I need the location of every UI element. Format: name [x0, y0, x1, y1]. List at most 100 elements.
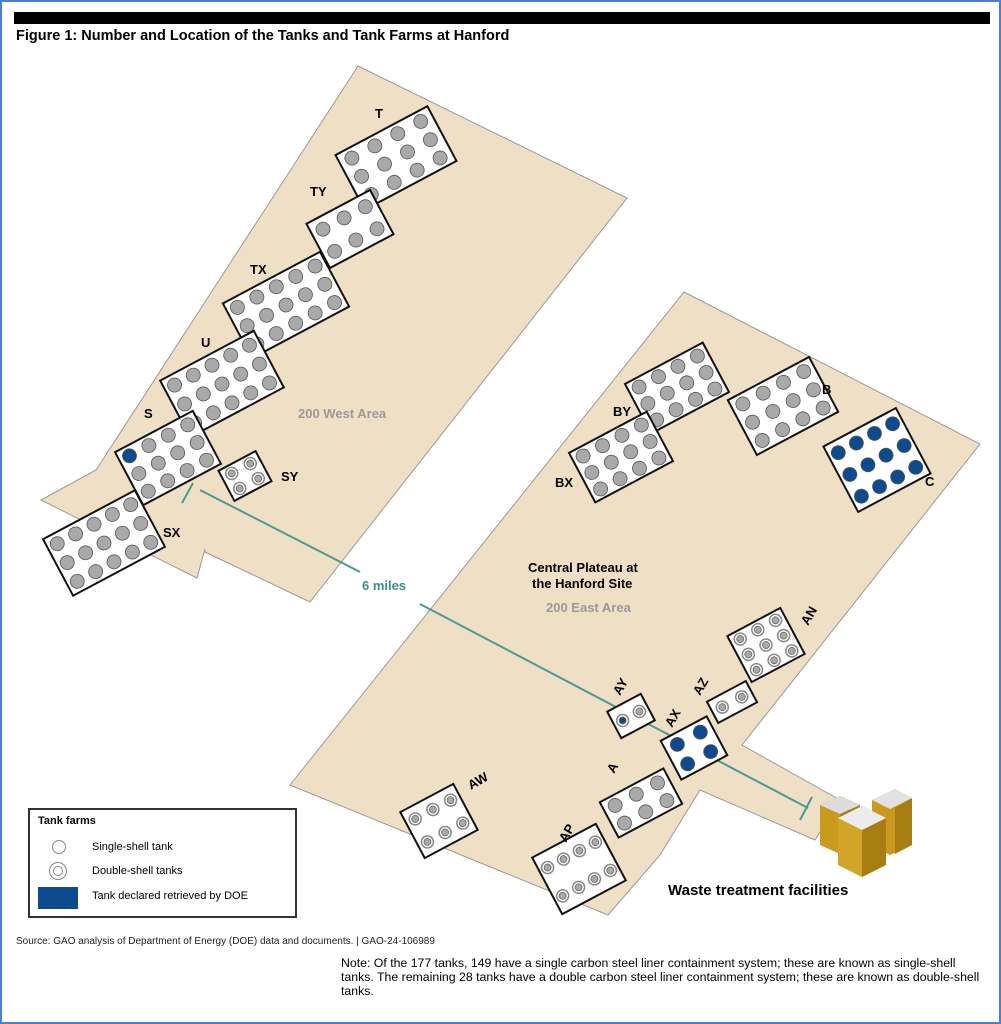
tank-bx-4 [584, 465, 600, 480]
tank-b-0 [735, 396, 751, 412]
tank-inner-an-7 [770, 656, 779, 665]
tank-sx-0 [49, 536, 65, 552]
retrieved-swatch-icon [38, 887, 78, 909]
tank-u-13 [243, 385, 259, 401]
tank-inner-an-2 [771, 616, 780, 625]
source-line: Source: GAO analysis of Department of En… [16, 936, 435, 947]
legend-row-double: Double-shell tanks [30, 862, 295, 882]
tank-t-2 [390, 126, 406, 142]
tank-farm-t [334, 104, 458, 212]
tank-a-5 [659, 793, 675, 808]
tank-by-10 [688, 391, 703, 407]
tank-farm-a [598, 767, 684, 839]
farm-panel-bx [567, 410, 675, 504]
tank-b-10 [795, 411, 811, 427]
plateau-label-line1: Central Plateau at [528, 560, 638, 575]
tank-tx-12 [288, 315, 304, 331]
tank-u-2 [204, 357, 220, 373]
tank-b-9 [775, 422, 790, 438]
tank-a-4 [638, 804, 654, 820]
tank-t-3 [413, 114, 429, 129]
tank-inner-az-0 [718, 703, 727, 712]
tank-ty-3 [327, 243, 343, 259]
tank-tx-14 [327, 295, 342, 310]
tank-farm-bx [567, 410, 675, 504]
tank-u-5 [177, 396, 192, 412]
west-area-label: 200 West Area [298, 406, 387, 421]
tank-sx-8 [114, 525, 130, 541]
tank-bx-11 [651, 450, 667, 466]
tank-ty-1 [336, 210, 352, 226]
tank-tx-4 [307, 258, 323, 274]
waste-treatment-label: Waste treatment facilities [668, 882, 848, 899]
tank-bx-3 [633, 417, 649, 433]
tank-inner-ap-5 [574, 883, 583, 892]
tank-bx-9 [612, 471, 628, 487]
tank-sx-1 [68, 526, 84, 542]
tank-b-2 [776, 374, 791, 390]
tank-sx-2 [86, 516, 102, 532]
tank-bx-7 [642, 434, 658, 449]
tank-s-4 [131, 466, 147, 481]
east-area-region [289, 291, 981, 916]
tank-b-3 [796, 364, 812, 379]
plateau-label-line2: the Hanford Site [532, 576, 632, 591]
tank-by-9 [668, 402, 684, 418]
tank-c-4 [842, 467, 858, 482]
tank-s-10 [179, 463, 195, 478]
farm-panel-ax [659, 715, 729, 781]
distance-label: 6 miles [362, 578, 406, 593]
tank-c-11 [908, 459, 924, 475]
tank-u-12 [224, 395, 240, 411]
tank-b-4 [745, 414, 760, 430]
tank-inner-ap-6 [590, 875, 599, 883]
tank-farm-by [623, 341, 731, 435]
tank-ty-0 [315, 221, 331, 237]
distance-line [181, 482, 813, 821]
legend: Tank farms Single-shell tank Double-shel… [28, 808, 297, 918]
figure-title: Figure 1: Number and Location of the Tan… [16, 28, 510, 44]
tank-ty-5 [369, 221, 385, 237]
tank-farm-ax [659, 715, 729, 781]
tank-sx-5 [59, 555, 75, 570]
tank-by-7 [698, 365, 714, 380]
tank-b-7 [806, 382, 821, 398]
tank-c-1 [848, 435, 864, 451]
tank-tx-2 [268, 279, 284, 295]
tank-bx-2 [614, 427, 630, 443]
tank-farm-az [705, 679, 759, 725]
tank-inner-an-8 [787, 647, 796, 655]
farm-label-t: T [375, 106, 383, 121]
tank-by-11 [707, 381, 723, 397]
tank-farm-s [113, 409, 223, 507]
tank-s-3 [180, 417, 196, 433]
tank-t-9 [386, 174, 402, 190]
tank-inner-ap-7 [606, 866, 615, 875]
tank-inner-sy-2 [235, 484, 244, 493]
farm-panel-t [334, 104, 458, 212]
tank-s-0 [122, 448, 137, 464]
tank-sx-4 [123, 497, 139, 513]
tank-tx-13 [307, 305, 323, 321]
tank-inner-an-4 [762, 641, 770, 649]
tank-c-5 [860, 457, 876, 473]
tank-inner-ap-2 [575, 846, 584, 855]
tank-inner-aw-1 [428, 805, 437, 814]
tank-b-1 [755, 385, 771, 401]
tank-inner-ay-1 [635, 707, 644, 716]
tank-bx-6 [623, 444, 639, 460]
tank-inner-an-3 [744, 650, 753, 659]
tank-farm-ay [605, 692, 657, 740]
tank-c-8 [854, 488, 869, 504]
farm-label-sx: SX [163, 525, 181, 540]
legend-row-retrieved: Tank declared retrieved by DOE [30, 887, 295, 909]
tank-sx-12 [106, 554, 122, 570]
tank-by-2 [670, 358, 686, 374]
tank-t-11 [432, 150, 448, 166]
tank-sx-9 [133, 516, 149, 531]
tank-bx-8 [593, 481, 609, 497]
farm-label-b: B [822, 382, 831, 397]
legend-retrieved-label: Tank declared retrieved by DOE [92, 890, 248, 902]
farm-label-u: U [201, 335, 210, 350]
tank-a-3 [617, 815, 632, 831]
